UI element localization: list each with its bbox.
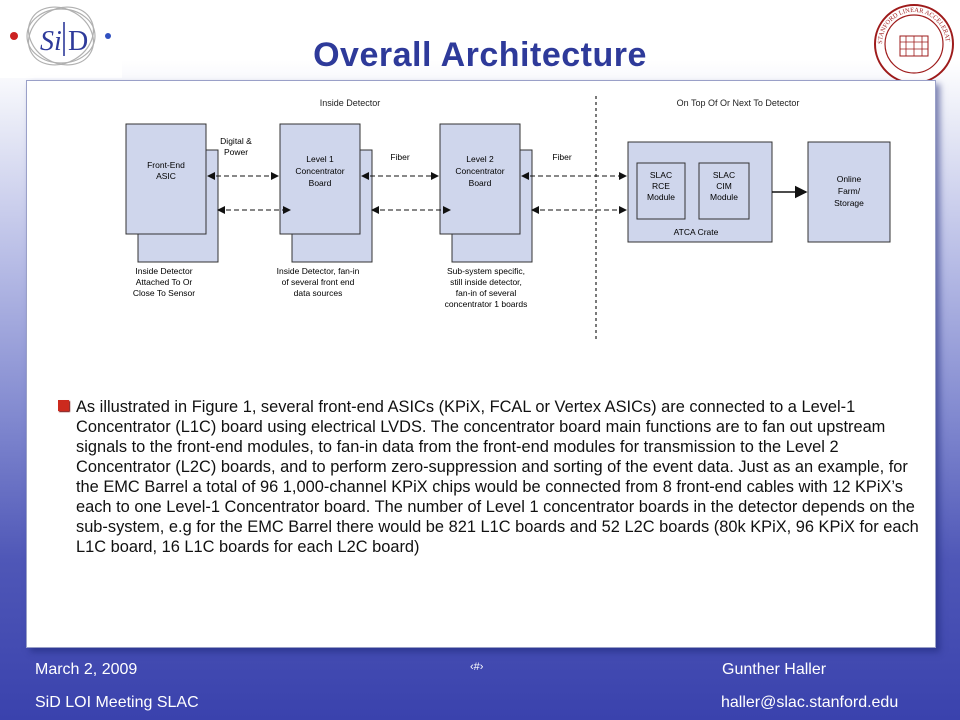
note2-line-2: of several front end (282, 277, 355, 287)
body-paragraph: As illustrated in Figure 1, several fron… (76, 398, 919, 556)
footer-email: haller@slac.stanford.edu (721, 694, 899, 711)
l1-label-2: Concentrator (295, 166, 344, 176)
front-end-label-2: ASIC (156, 171, 176, 181)
note3-line-2: still inside detector, (450, 277, 522, 287)
sid-logo: Si D (0, 0, 122, 78)
note2-line-1: Inside Detector, fan-in (277, 266, 360, 276)
note2-line-3: data sources (294, 288, 343, 298)
l1-label-3: Board (309, 178, 332, 188)
link3-label: Fiber (552, 152, 572, 162)
cim-label-3: Module (710, 192, 738, 202)
cim-label-1: SLAC (713, 170, 735, 180)
cim-label-2: CIM (716, 181, 732, 191)
sid-logo-graphic: Si D (10, 6, 111, 66)
atca-label: ATCA Crate (674, 227, 719, 237)
sid-logo-d: D (68, 26, 88, 57)
note1-line-3: Close To Sensor (133, 288, 195, 298)
level2-concentrator-stack: Level 2 Concentrator Board (439, 123, 533, 263)
l1-label-1: Level 1 (306, 154, 334, 164)
rce-module (636, 162, 686, 220)
note1-line-1: Inside Detector (135, 266, 192, 276)
l2-label-1: Level 2 (466, 154, 494, 164)
footer-page-number: ‹#› (470, 661, 484, 673)
bullet-marker (58, 400, 69, 411)
footer-author: Gunther Haller (722, 661, 827, 678)
rce-label-2: RCE (652, 181, 670, 191)
note1-line-2: Attached To Or (136, 277, 193, 287)
l2-label-2: Concentrator (455, 166, 504, 176)
link1-label-1: Digital & (220, 136, 252, 146)
region-inside-label: Inside Detector (320, 98, 381, 108)
farm-label-3: Storage (834, 198, 864, 208)
footer-date: March 2, 2009 (35, 661, 138, 678)
note3-line-4: concentrator 1 boards (445, 299, 528, 309)
farm-label-2: Farm/ (838, 186, 861, 196)
sid-logo-s: Si (40, 26, 62, 57)
rce-label-3: Module (647, 192, 675, 202)
level1-concentrator-stack: Level 1 Concentrator Board (279, 123, 373, 263)
cim-module (698, 162, 750, 220)
footer-meeting: SiD LOI Meeting SLAC (35, 694, 199, 711)
link2-label: Fiber (390, 152, 410, 162)
link1-label-2: Power (224, 147, 248, 157)
online-farm-box: Online Farm/ Storage (807, 141, 891, 243)
rce-label-1: SLAC (650, 170, 672, 180)
region-outside-label: On Top Of Or Next To Detector (677, 98, 800, 108)
front-end-label-1: Front-End (147, 160, 185, 170)
l2-label-3: Board (469, 178, 492, 188)
front-end-asic-stack: Front-End ASIC (125, 123, 219, 263)
atca-crate: SLAC RCE Module SLAC CIM Module ATCA Cra… (627, 141, 773, 243)
note3-line-1: Sub-system specific, (447, 266, 525, 276)
note3-line-3: fan-in of several (456, 288, 517, 298)
architecture-diagram: Inside Detector On Top Of Or Next To Det… (125, 96, 891, 340)
farm-label-1: Online (837, 174, 862, 184)
slide-title: Overall Architecture (313, 36, 647, 74)
